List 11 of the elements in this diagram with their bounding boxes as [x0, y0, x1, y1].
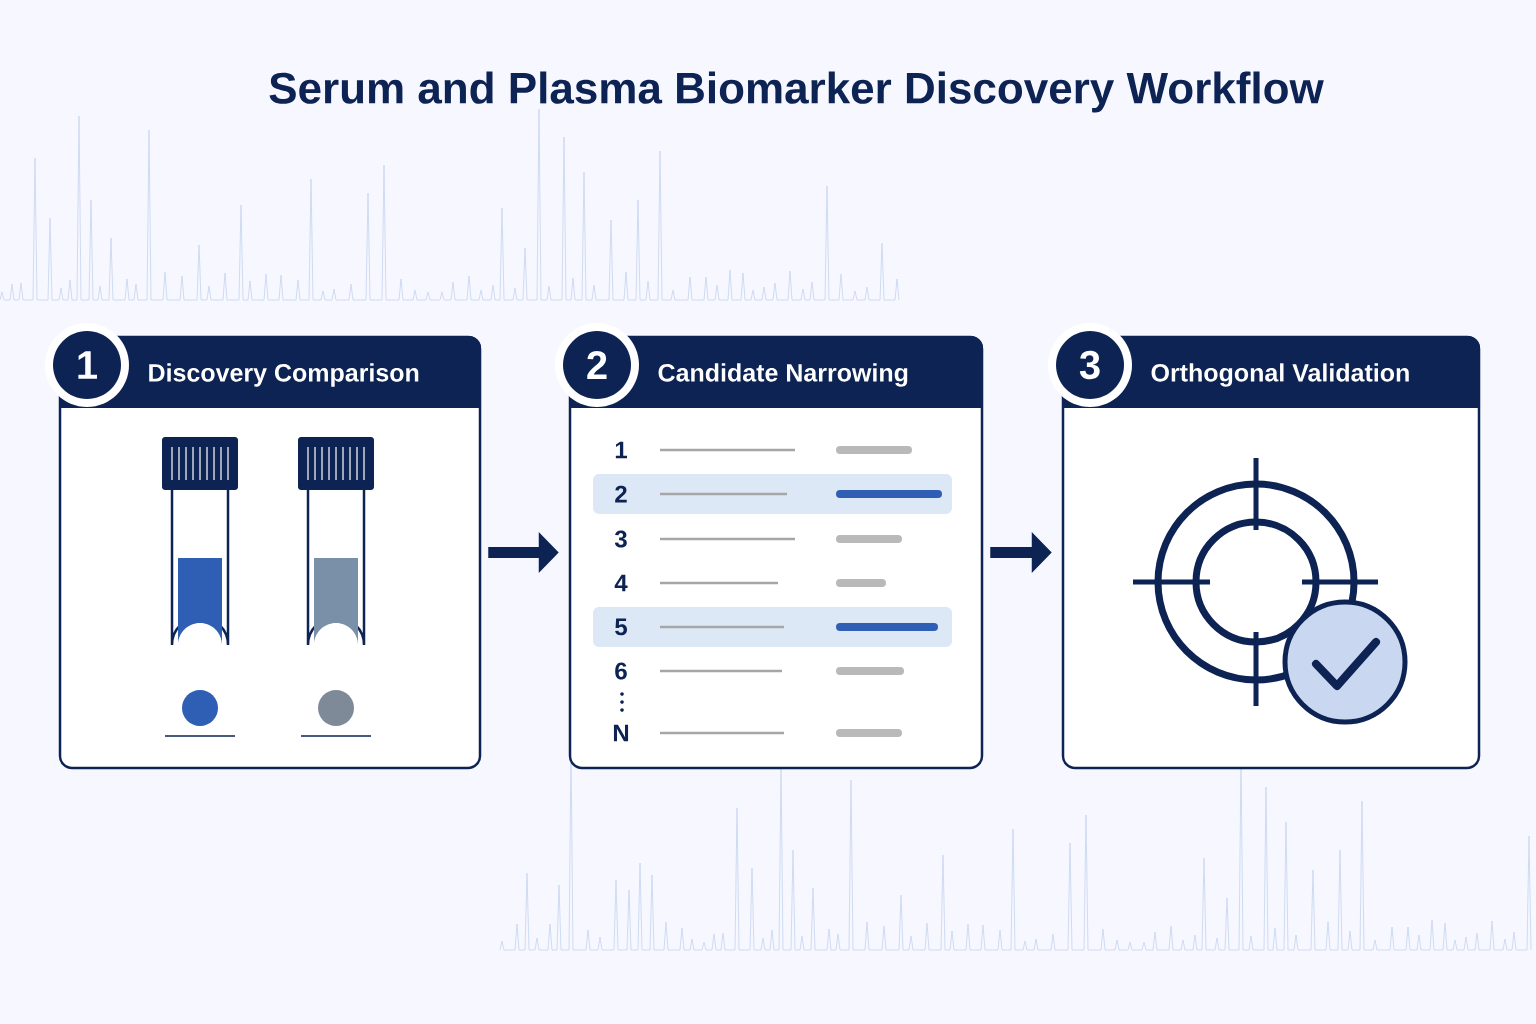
row-number: 1	[615, 441, 627, 459]
number-badge: 1	[45, 323, 129, 407]
title: Serum and Plasma Biomarker Discovery Workflow	[269, 71, 1324, 113]
number-badge: 2	[555, 323, 639, 407]
row-number: N	[613, 724, 629, 742]
row-number: 4	[614, 574, 628, 592]
row-number: 3	[614, 530, 627, 548]
row-number: 5	[615, 618, 627, 636]
row-number: 2	[615, 485, 627, 503]
number-badge: 3	[1048, 323, 1132, 407]
row-number: 6	[615, 662, 627, 680]
